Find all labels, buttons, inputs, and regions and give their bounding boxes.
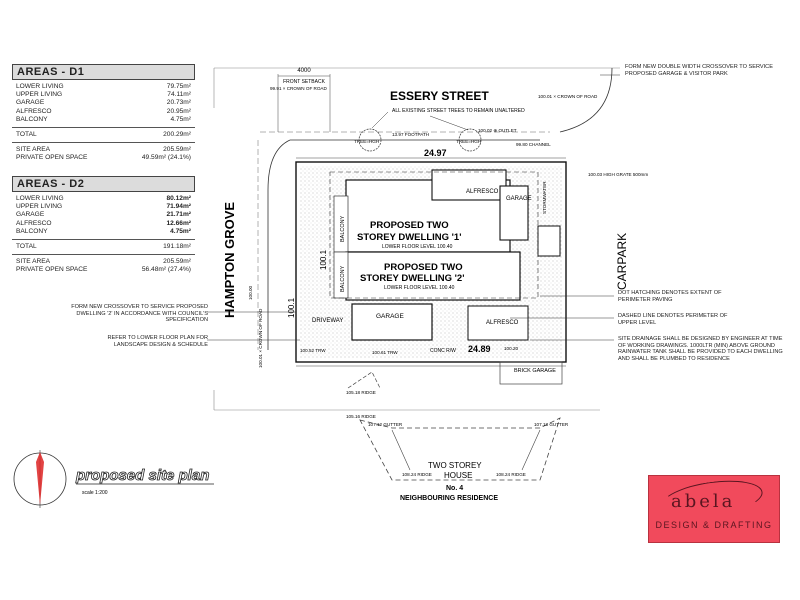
neighbour-number: No. 4 [446,485,463,492]
tree-2: TREE=HGH [456,139,481,144]
garage-1-label: GARAGE [506,196,532,202]
carpark-label: CARPARK [615,233,629,290]
note-landscape: REFER TO LOWER FLOOR PLAN FOR LANDSCAPE … [107,335,209,348]
note-hatching: DOT HATCHING DENOTES EXTENT OF PERIMETER… [618,290,722,303]
tree-1: TREE=HGH [354,139,379,144]
balcony-1-label: BALCONY [340,215,346,242]
areas-d1-title: AREAS - D1 [12,64,195,80]
neighbour-line-a: TWO STOREY [428,461,482,470]
note-crossover-left: FORM NEW CROSSOVER TO SERVICE PROPOSED D… [71,304,208,324]
trees-note: ALL EXISTING STREET TREES TO REMAIN UNAL… [392,108,525,114]
plan-scale: scale 1:200 [82,490,108,496]
ridge-1: 105.18 RIDGE [346,390,376,395]
crown-road-left: 99.91 × CROWN OF ROAD [270,86,327,91]
gutter-2: 107.13 GUTTER [534,422,569,427]
essery-street-label: ESSERY STREET [390,89,489,103]
dwelling-2-title-b: STOREY DWELLING '2' [360,273,464,284]
north-label: NORTH [32,458,37,472]
left-level-2: 100.01 × CROWN OF ROAD [258,308,263,368]
channel-label: 99.80 CHANNEL [516,142,551,147]
level-bm: 100.61 TRW [372,350,398,355]
garage-2-label: GARAGE [376,313,404,320]
logo-subtitle: DESIGN & DRAFTING [655,520,773,530]
ridge-3: 108.24 RIDGE [402,472,432,477]
high-grate-label: 100.03 HIGH GRATE 500mm [588,172,648,177]
brick-garage: BRICK GARAGE [514,368,556,374]
alfresco-1-label: ALFRESCO [466,189,499,195]
neighbour-residence: NEIGHBOURING RESIDENCE [400,495,498,502]
plan-title: proposed site plan [75,467,209,484]
areas-d2-title: AREAS - D2 [12,176,195,192]
level-bl: 100.52 TRW [300,348,326,353]
note-dashed: DASHED LINE DENOTES PERIMETER OF UPPER L… [618,313,728,326]
footpath-label: 13.97 FOOTPATH [392,132,429,137]
dwelling-1-level: LOWER FLOOR LEVEL 100.40 [382,244,453,250]
dwelling-2-title-a: PROPOSED TWO [384,262,463,273]
conc-rw: CONC R/W [430,348,456,354]
stormwater-label: STORMWATER [542,181,547,214]
bottom-right-level: 100.20 [504,346,518,351]
note-drainage: SITE DRAINAGE SHALL BE DESIGNED BY ENGIN… [618,336,783,362]
side-dim-a: 100.1 [319,249,328,270]
note-crossover-top: FORM NEW DOUBLE WIDTH CROSSOVER TO SERVI… [625,64,773,77]
balcony-2-label: BALCONY [340,265,346,292]
ridge-4: 108.24 RIDGE [496,472,526,477]
outlet-label: 100.02 ⊕ OUTLET [478,128,517,133]
front-setback-label: FRONT SETBACK [283,79,326,85]
front-setback-dim: 4000 [297,68,311,74]
neighbour-line-b: HOUSE [444,471,472,480]
dwelling-1-title-a: PROPOSED TWO [370,220,449,231]
side-dim-b: 100.1 [287,297,296,318]
ridge-2: 105.16 RIDGE [346,414,376,419]
bottom-dimension: 24.89 [468,344,491,354]
gutter-1: 107.12 GUTTER [368,422,403,427]
top-dimension: 24.97 [424,148,447,158]
dwelling-1-title-b: STOREY DWELLING '1' [357,232,461,243]
company-logo: abela DESIGN & DRAFTING [648,475,780,543]
alfresco-2-label: ALFRESCO [486,320,519,326]
hampton-grove-label: HAMPTON GROVE [222,202,237,318]
north-arrow-icon [36,452,44,505]
crown-road-right: 100.01 × CROWN OF ROAD [538,94,598,99]
driveway-label: DRIVEWAY [312,318,343,324]
logo-name: abela [671,491,736,512]
dwelling-2-level: LOWER FLOOR LEVEL 100.40 [384,285,455,291]
left-level-1: 100.00 [248,286,253,300]
